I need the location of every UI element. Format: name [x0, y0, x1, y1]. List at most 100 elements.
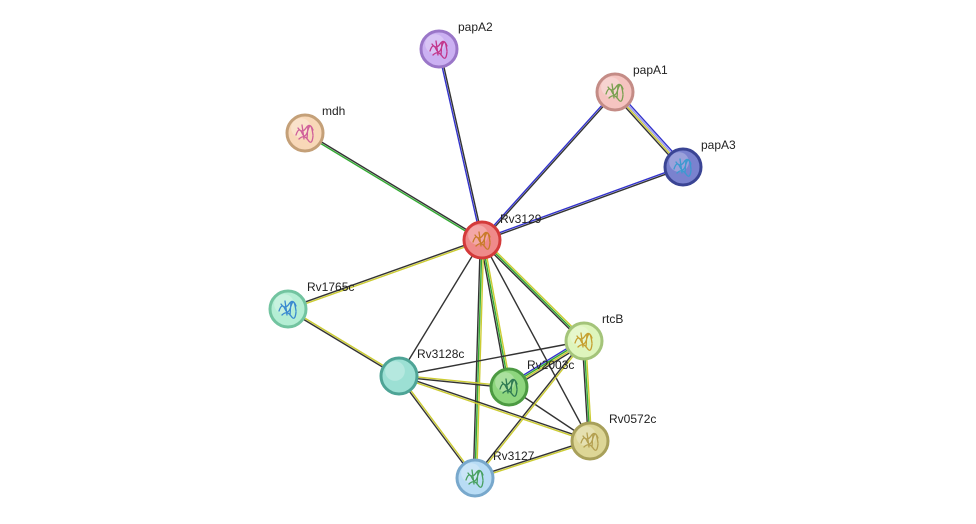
node-label-Rv1765c: Rv1765c: [307, 280, 354, 294]
protein-structure-icon: [605, 83, 624, 102]
edge-Rv1765c-Rv3128c[interactable]: [287, 307, 400, 378]
protein-structure-icon: [472, 231, 491, 250]
node-Rv3129[interactable]: Rv3129: [462, 212, 542, 260]
node-circle: [489, 367, 529, 407]
node-papA2[interactable]: papA2: [419, 20, 493, 69]
protein-structure-icon: [499, 378, 518, 397]
edge-evidence-line: [475, 341, 586, 479]
node-Rv3127[interactable]: Rv3127: [455, 449, 535, 498]
edge-evidence-line: [475, 441, 591, 480]
node-shine: [576, 426, 596, 446]
edge-Rv0572c-Rv3128c[interactable]: [398, 374, 591, 443]
node-label-Rv3127: Rv3127: [493, 449, 535, 463]
node-circle: [564, 321, 604, 361]
edge-evidence-line: [481, 239, 585, 342]
edge-Rv3129-Rv1765c[interactable]: [287, 238, 483, 311]
edge-evidence-line: [398, 376, 590, 443]
node-papA3[interactable]: papA3: [663, 138, 736, 187]
node-rtcB[interactable]: rtcB: [564, 312, 623, 361]
node-circle: [419, 29, 459, 69]
node-shine: [461, 463, 481, 483]
edge-evidence-line: [475, 240, 485, 479]
node-label-papA3: papA3: [701, 138, 736, 152]
node-shine: [291, 118, 311, 138]
edge-evidence-line: [305, 131, 483, 240]
edge-evidence-line: [482, 239, 512, 387]
edge-evidence-line: [474, 239, 483, 479]
edge-evidence-line: [399, 374, 591, 441]
node-circle: [379, 356, 419, 396]
edge-Rv3129-papA1[interactable]: [480, 90, 617, 242]
protein-structure-icon: [465, 469, 484, 488]
edge-Rv3129-rtcB[interactable]: [480, 238, 586, 343]
node-label-papA2: papA2: [458, 20, 493, 34]
edge-evidence-line: [482, 167, 684, 242]
edge-rtcB-Rv3127[interactable]: [473, 340, 586, 479]
node-label-Rv0572c: Rv0572c: [609, 412, 656, 426]
protein-structure-icon: [278, 300, 297, 319]
edge-Rv3128c-Rv3127[interactable]: [397, 375, 477, 479]
node-circle: [570, 421, 610, 461]
edge-Rv0572c-Rv3127[interactable]: [474, 439, 591, 480]
edge-evidence-line: [287, 309, 399, 378]
edge-evidence-line: [481, 239, 591, 442]
protein-structure-icon: [580, 432, 599, 451]
node-circle: [663, 147, 703, 187]
edge-evidence-line: [481, 239, 510, 388]
edge-evidence-line: [397, 376, 475, 479]
node-Rv0572c[interactable]: Rv0572c: [570, 412, 656, 461]
edge-Rv3129-mdh[interactable]: [304, 131, 483, 242]
edge-Rv3129-papA2[interactable]: [437, 48, 484, 241]
node-shine: [385, 361, 405, 381]
edge-evidence-line: [437, 49, 482, 241]
edge-evidence-line: [473, 340, 584, 478]
edge-Rv3129-Rv0572c[interactable]: [481, 239, 591, 442]
node-circle: [462, 220, 502, 260]
edge-evidence-line: [482, 238, 586, 341]
edge-evidence-line: [398, 340, 585, 377]
node-shine: [601, 77, 621, 97]
node-Rv2003c[interactable]: Rv2003c: [489, 358, 574, 407]
node-label-mdh: mdh: [322, 104, 345, 118]
node-Rv1765c[interactable]: Rv1765c: [268, 280, 354, 329]
node-shine: [274, 294, 294, 314]
node-label-Rv2003c: Rv2003c: [527, 358, 574, 372]
protein-structure-icon: [295, 124, 314, 143]
node-papA1[interactable]: papA1: [595, 63, 668, 112]
node-circle: [455, 458, 495, 498]
edge-Rv3129-Rv3128c[interactable]: [398, 239, 483, 377]
node-mdh[interactable]: mdh: [285, 104, 345, 153]
node-shine: [669, 152, 689, 172]
node-label-papA1: papA1: [633, 63, 668, 77]
edge-evidence-line: [480, 90, 615, 240]
edge-Rv3129-Rv3127[interactable]: [472, 239, 485, 479]
protein-structure-icon: [673, 158, 692, 177]
protein-structure-icon: [429, 40, 448, 59]
edge-evidence-line: [481, 165, 683, 240]
edge-evidence-line: [482, 92, 617, 242]
edge-evidence-line: [399, 375, 477, 478]
edge-Rv3128c-rtcB[interactable]: [398, 340, 585, 377]
edge-evidence-line: [398, 239, 483, 377]
edge-Rv3129-papA3[interactable]: [481, 165, 684, 242]
node-label-rtcB: rtcB: [602, 312, 623, 326]
node-label-Rv3128c: Rv3128c: [417, 347, 464, 361]
edge-evidence-line: [288, 240, 483, 311]
node-circle: [285, 113, 325, 153]
edge-evidence-line: [479, 240, 509, 388]
node-shine: [570, 326, 590, 346]
node-shine: [468, 225, 488, 245]
edge-evidence-line: [304, 133, 482, 242]
node-Rv3128c[interactable]: Rv3128c: [379, 347, 464, 396]
node-shine: [495, 372, 515, 392]
edge-evidence-line: [472, 239, 482, 478]
edge-evidence-line: [439, 48, 484, 240]
edge-evidence-line: [480, 240, 584, 343]
edge-evidence-line: [288, 307, 400, 376]
node-label-Rv3129: Rv3129: [500, 212, 542, 226]
protein-structure-icon: [574, 332, 593, 351]
node-shine: [425, 34, 445, 54]
edge-Rv3129-Rv2003c[interactable]: [479, 239, 512, 388]
